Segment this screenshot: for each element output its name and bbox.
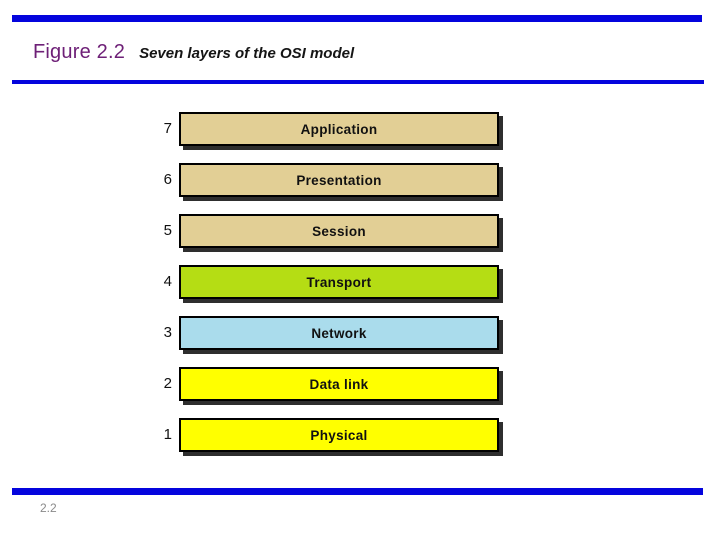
page-number: 2.2 [40, 501, 57, 515]
osi-layer-row: 7 Application [0, 112, 720, 146]
figure-number: Figure 2.2 [33, 41, 126, 63]
figure-caption: Seven layers of the OSI model [139, 45, 355, 62]
layer-box: Session [179, 214, 499, 248]
layer-label: Data link [309, 376, 369, 392]
layer-label: Application [300, 121, 378, 137]
layer-number: 6 [163, 171, 172, 188]
osi-layer-row: 2 Data link [0, 367, 720, 401]
layer-box: Physical [179, 418, 499, 452]
bottom-rule [12, 488, 703, 495]
layer-label: Session [312, 223, 366, 239]
osi-layer-row: 3 Network [0, 316, 720, 350]
osi-layer-row: 1 Physical [0, 418, 720, 452]
layer-box: Application [179, 112, 499, 146]
osi-layer-row: 6 Presentation [0, 163, 720, 197]
layer-box: Transport [179, 265, 499, 299]
layer-label: Physical [310, 427, 368, 443]
layer-box: Data link [179, 367, 499, 401]
layer-number: 4 [163, 273, 172, 290]
osi-layer-row: 5 Session [0, 214, 720, 248]
top-rule [12, 15, 702, 22]
osi-layer-row: 4 Transport [0, 265, 720, 299]
figure-title: Figure 2.2 Seven layers of the OSI model [33, 41, 354, 64]
layer-label: Network [311, 325, 367, 341]
layer-number: 7 [163, 120, 172, 137]
layer-label: Presentation [296, 172, 382, 188]
layer-label: Transport [306, 274, 372, 290]
layer-number: 5 [163, 222, 172, 239]
title-rule [12, 80, 704, 84]
layer-box: Network [179, 316, 499, 350]
layer-number: 2 [163, 375, 172, 392]
layer-number: 3 [163, 324, 172, 341]
layer-number: 1 [163, 426, 172, 443]
layer-box: Presentation [179, 163, 499, 197]
